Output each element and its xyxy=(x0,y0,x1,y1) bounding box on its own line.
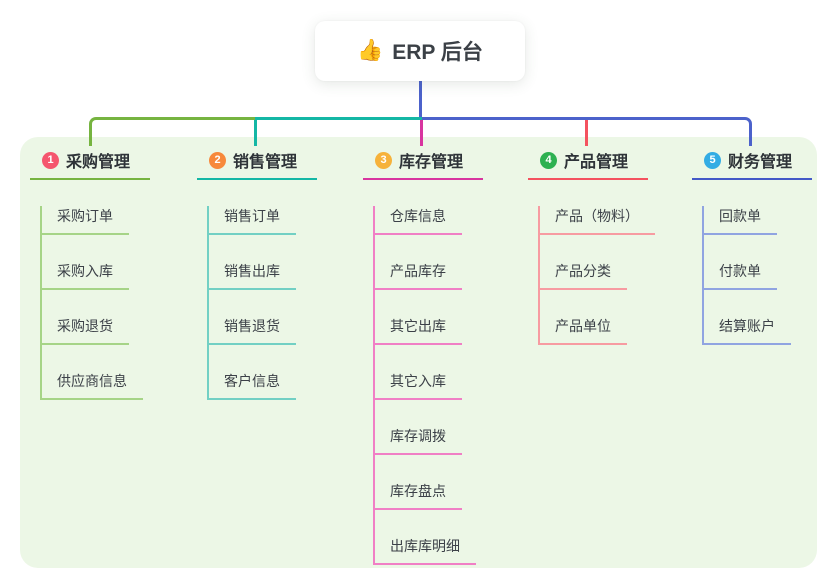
branch-finance: 5 财务管理 回款单 付款单 结算账户 xyxy=(692,148,813,345)
branch-header-purchase[interactable]: 1 采购管理 xyxy=(30,148,151,180)
root-title: ERP 后台 xyxy=(392,41,483,64)
branch-number-badge: 4 xyxy=(540,151,557,169)
branch-children-finance: 回款单 付款单 结算账户 xyxy=(702,206,791,345)
node-item[interactable]: 付款单 xyxy=(704,261,777,290)
branch-number-badge: 2 xyxy=(209,151,226,169)
branch-label: 库存管理 xyxy=(399,154,464,171)
connector-root-stem xyxy=(419,81,422,118)
node-item[interactable]: 其它入库 xyxy=(375,371,462,400)
connector-trunk-teal xyxy=(255,117,422,120)
branch-number-badge: 5 xyxy=(704,151,721,169)
branch-header-sales[interactable]: 2 销售管理 xyxy=(197,148,318,180)
root-node[interactable]: 👍 ERP 后台 xyxy=(315,21,525,81)
node-item[interactable]: 其它出库 xyxy=(375,316,462,345)
node-item[interactable]: 采购订单 xyxy=(42,206,129,235)
node-item[interactable]: 产品单位 xyxy=(540,316,627,345)
branch-children-product: 产品（物料） 产品分类 产品单位 xyxy=(538,206,655,345)
branch-children-inventory: 仓库信息 产品库存 其它出库 其它入库 库存调拨 库存盘点 出库库明细 xyxy=(373,206,476,565)
branch-children-sales: 销售订单 销售出库 销售退货 客户信息 xyxy=(207,206,296,400)
node-item[interactable]: 仓库信息 xyxy=(375,206,462,235)
branch-label: 财务管理 xyxy=(728,154,793,171)
branch-children-purchase: 采购订单 采购入库 采购退货 供应商信息 xyxy=(40,206,143,400)
branch-sales: 2 销售管理 销售订单 销售出库 销售退货 客户信息 xyxy=(197,148,318,400)
branch-number-badge: 3 xyxy=(375,151,392,169)
node-item[interactable]: 库存调拨 xyxy=(375,426,462,455)
branch-label: 产品管理 xyxy=(564,154,629,171)
node-item[interactable]: 产品（物料） xyxy=(540,206,655,235)
branch-purchase: 1 采购管理 采购订单 采购入库 采购退货 供应商信息 xyxy=(30,148,151,400)
branch-header-product[interactable]: 4 产品管理 xyxy=(528,148,649,180)
node-item[interactable]: 销售退货 xyxy=(209,316,296,345)
node-item[interactable]: 客户信息 xyxy=(209,371,296,400)
node-item[interactable]: 供应商信息 xyxy=(42,371,143,400)
node-item[interactable]: 产品分类 xyxy=(540,261,627,290)
node-item[interactable]: 产品库存 xyxy=(375,261,462,290)
branch-header-finance[interactable]: 5 财务管理 xyxy=(692,148,813,180)
node-item[interactable]: 出库库明细 xyxy=(375,536,476,565)
node-item[interactable]: 库存盘点 xyxy=(375,481,462,510)
node-item[interactable]: 销售出库 xyxy=(209,261,296,290)
node-item[interactable]: 采购退货 xyxy=(42,316,129,345)
node-item[interactable]: 回款单 xyxy=(704,206,777,235)
branch-inventory: 3 库存管理 仓库信息 产品库存 其它出库 其它入库 库存调拨 库存盘点 出库库… xyxy=(363,148,484,565)
branch-header-inventory[interactable]: 3 库存管理 xyxy=(363,148,484,180)
branch-label: 销售管理 xyxy=(233,154,298,171)
node-item[interactable]: 采购入库 xyxy=(42,261,129,290)
branch-label: 采购管理 xyxy=(66,154,131,171)
branch-number-badge: 1 xyxy=(42,151,59,169)
branch-product: 4 产品管理 产品（物料） 产品分类 产品单位 xyxy=(528,148,655,345)
node-item[interactable]: 销售订单 xyxy=(209,206,296,235)
mindmap-background-panel xyxy=(20,137,817,568)
node-item[interactable]: 结算账户 xyxy=(704,316,791,345)
thumbs-up-icon: 👍 xyxy=(357,39,384,62)
